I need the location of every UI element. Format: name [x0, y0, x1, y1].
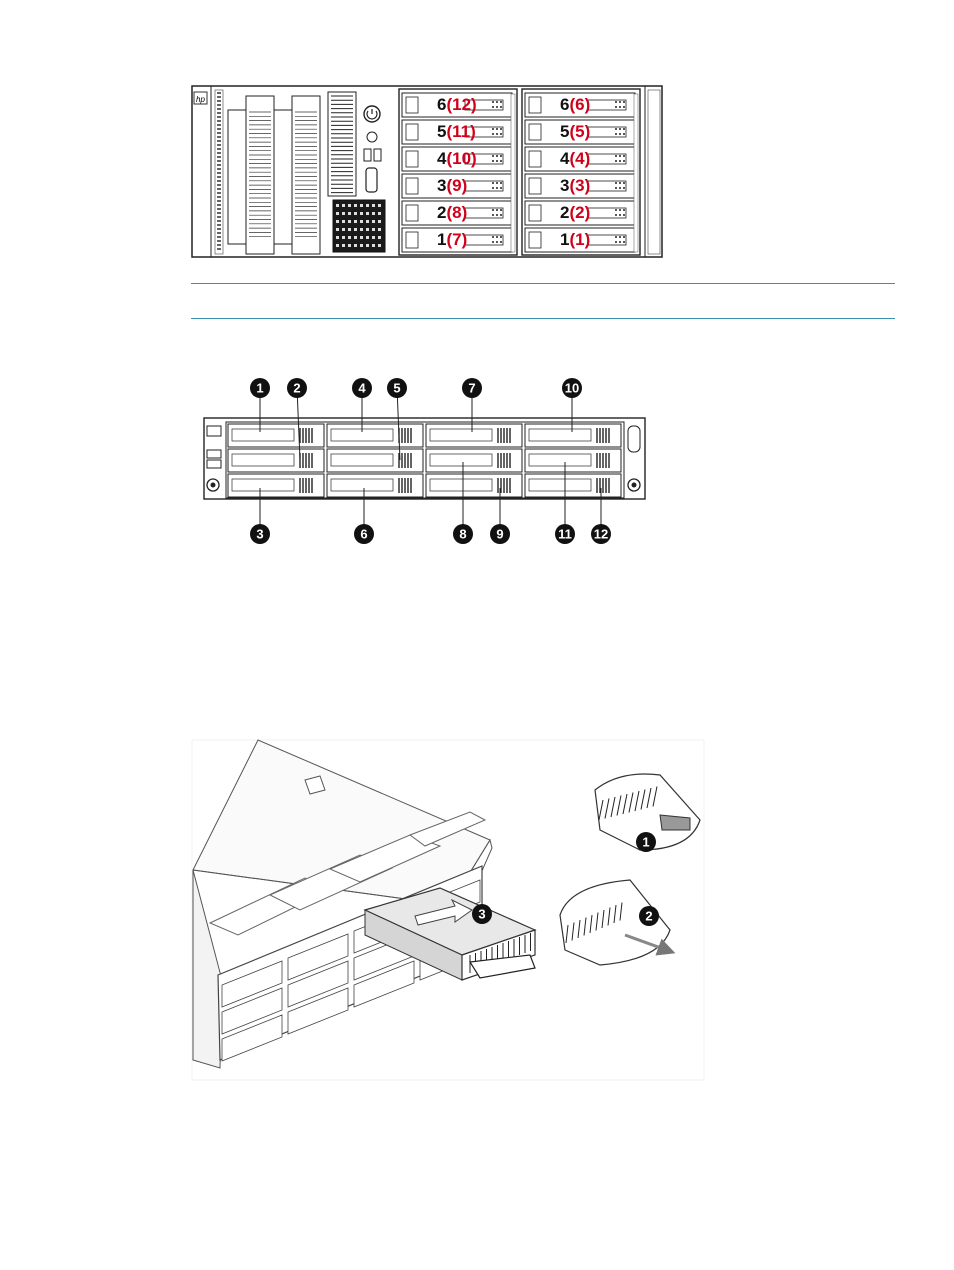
step-callout-1: 1 [636, 832, 656, 852]
step-number: 1 [642, 835, 649, 850]
step-callout-3: 3 [472, 904, 492, 924]
step-number: 2 [645, 909, 652, 924]
step-number: 3 [478, 907, 485, 922]
step-callout-2: 2 [639, 906, 659, 926]
